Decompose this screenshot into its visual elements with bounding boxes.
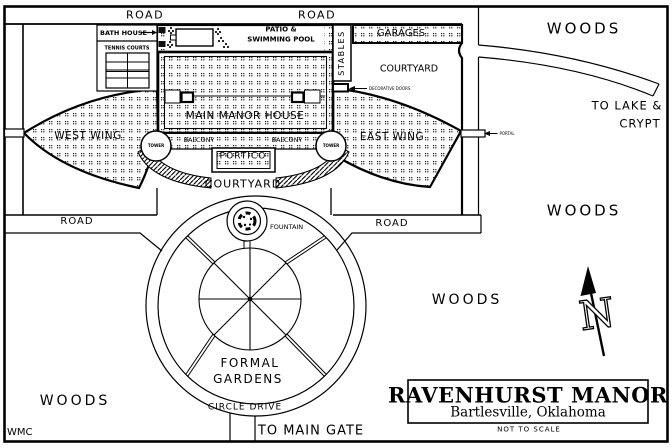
east-wing-building xyxy=(331,86,463,189)
label-woods-center: WOODS xyxy=(431,292,503,308)
west-gate xyxy=(3,128,25,138)
label-fountain: FOUNTAIN xyxy=(270,222,304,231)
stables-building xyxy=(332,24,352,82)
map-title: RAVENHURST MANOR xyxy=(388,382,668,408)
shrub-icon xyxy=(166,26,230,49)
fountain-structure xyxy=(226,200,268,242)
label-west-wing: WEST WING xyxy=(54,129,122,142)
label-woods-top-right: WOODS xyxy=(546,19,622,38)
label-balcony-right: BALCONY xyxy=(271,135,303,144)
title-box xyxy=(407,379,649,424)
label-road-bottom-right: ROAD xyxy=(375,218,409,229)
garages-building xyxy=(352,24,463,44)
decorative-doors-box xyxy=(332,83,349,93)
label-stables: STABLES xyxy=(337,30,346,76)
label-decorative-doors: DECORATIVE DOORS xyxy=(369,86,411,91)
tower-left-circle xyxy=(140,130,172,162)
cartographer-signature: WMC xyxy=(7,427,33,438)
label-to-main-gate: TO MAIN GATE xyxy=(257,423,365,439)
label-patio-line1: PATIO & xyxy=(265,25,297,34)
label-portico: PORTICO xyxy=(219,151,267,162)
label-tower-right: TOWER xyxy=(322,143,340,148)
label-tower-left: TOWER xyxy=(147,143,165,148)
label-circle-drive: CIRCLE DRIVE xyxy=(207,402,283,413)
label-road-bottom-left: ROAD xyxy=(60,216,94,227)
pool-compound xyxy=(155,23,335,54)
diving-board xyxy=(170,34,177,41)
portico-structure xyxy=(211,147,276,173)
label-balcony-left: BALCONY xyxy=(183,135,215,144)
main-gate-road xyxy=(229,413,256,441)
tower-right-circle xyxy=(315,130,347,162)
map-subtitle: Bartlesville, Oklahoma xyxy=(450,403,606,420)
label-tennis-courts: TENNIS COURTS xyxy=(104,45,150,51)
label-formal-gardens-line2: GARDENS xyxy=(213,372,283,386)
decorative-doors-arrow xyxy=(349,86,367,91)
label-courtyard-lower: COURTYARD xyxy=(204,177,282,191)
label-formal-gardens-line1: FORMAL xyxy=(220,356,280,370)
label-courtyard-upper: COURTYARD xyxy=(379,63,439,75)
bath-house-door xyxy=(158,41,166,47)
bath-house-tennis-block xyxy=(96,24,158,92)
scale-note: NOT TO SCALE xyxy=(497,425,561,434)
tennis-court-grid xyxy=(105,52,150,89)
lake-road xyxy=(478,44,660,97)
east-gate xyxy=(460,129,486,138)
formal-gardens-wheel xyxy=(198,247,302,351)
garden-paths xyxy=(185,235,327,377)
bath-house-arrow xyxy=(141,30,157,35)
compass-north-label: N xyxy=(576,289,618,341)
label-east-wing: EAST WING xyxy=(359,130,425,143)
label-to-lake-line1: TO LAKE & xyxy=(591,98,663,113)
main-manor-building xyxy=(156,50,335,135)
portal-arrow xyxy=(484,131,498,136)
label-bath-house: BATH HOUSE xyxy=(100,28,147,37)
label-woods-bottom-left: WOODS xyxy=(39,393,111,409)
label-to-lake-line2: CRYPT xyxy=(619,116,661,131)
bath-house-door xyxy=(158,27,166,33)
label-road-top-left: ROAD xyxy=(125,8,165,22)
label-portal: PORTAL xyxy=(499,130,515,136)
compass-arrow xyxy=(580,266,606,357)
label-patio-line2: SWIMMING POOL xyxy=(247,35,315,44)
label-road-top-right: ROAD xyxy=(297,8,337,22)
label-garages: GARAGES xyxy=(376,27,426,39)
label-woods-right: WOODS xyxy=(546,201,622,220)
swimming-pool xyxy=(175,28,214,47)
label-main-manor-house: MAIN MANOR HOUSE xyxy=(185,109,305,122)
